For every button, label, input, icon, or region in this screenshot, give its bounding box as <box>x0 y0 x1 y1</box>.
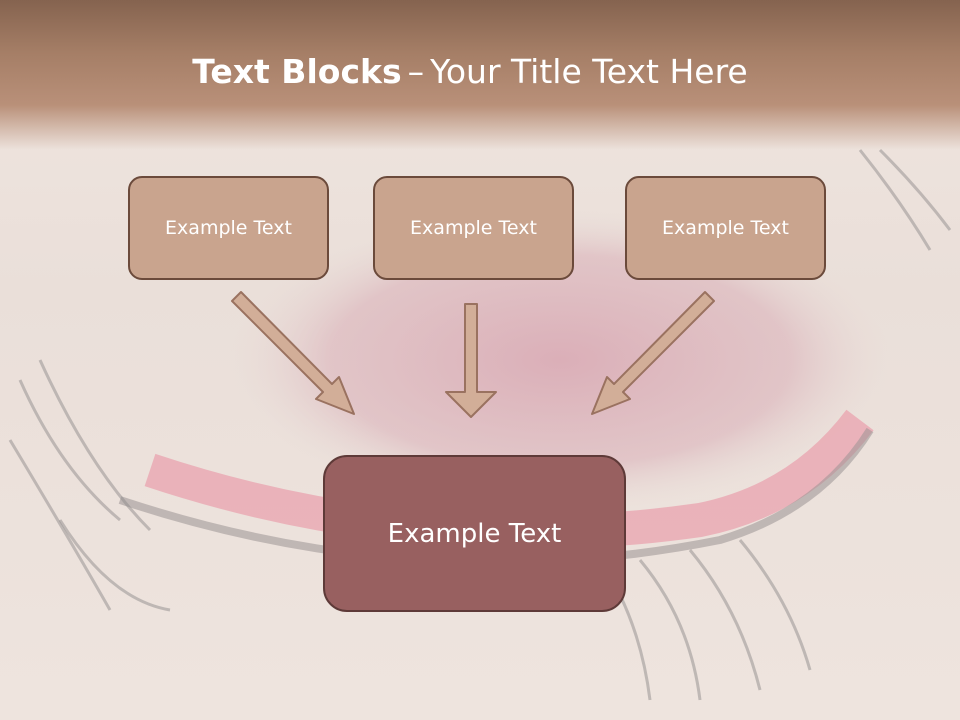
slide-title: Text Blocks–Your Title Text Here <box>0 52 940 91</box>
text-block-1-label: Example Text <box>165 217 292 239</box>
arrow-right-icon <box>591 291 715 415</box>
text-block-1[interactable]: Example Text <box>128 176 329 280</box>
text-block-2[interactable]: Example Text <box>373 176 574 280</box>
arrow-left-icon <box>231 291 355 415</box>
title-band <box>0 0 960 150</box>
title-separator: – <box>407 52 425 91</box>
text-block-3[interactable]: Example Text <box>625 176 826 280</box>
title-bold-text: Text Blocks <box>192 52 402 91</box>
text-block-3-label: Example Text <box>662 217 789 239</box>
arrow-center-icon <box>445 303 497 418</box>
title-rest-text: Your Title Text Here <box>430 52 748 91</box>
text-block-2-label: Example Text <box>410 217 537 239</box>
main-text-block[interactable]: Example Text <box>323 455 626 612</box>
main-text-block-label: Example Text <box>387 518 562 549</box>
